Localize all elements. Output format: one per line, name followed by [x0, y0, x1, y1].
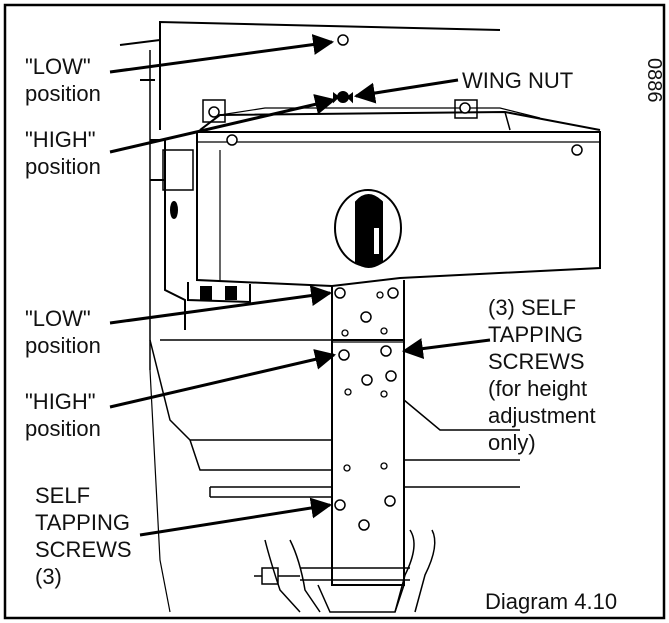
- hole-markers: [341, 291, 388, 472]
- label-line: SELF: [35, 483, 90, 508]
- label-line: WING NUT: [462, 68, 573, 93]
- leader-self-tapping-bottom: [139, 497, 333, 537]
- label-low-mid: "LOW"position: [25, 306, 101, 358]
- leader-high-top: [109, 94, 337, 154]
- label-line: SCREWS: [35, 537, 132, 562]
- label-line: "LOW": [25, 54, 91, 79]
- label-line: TAPPING: [35, 510, 130, 535]
- label-line: SCREWS: [488, 349, 585, 374]
- label-line: only): [488, 430, 536, 455]
- label-line: (3): [35, 564, 62, 589]
- screw-markers: [208, 102, 583, 531]
- leader-wing-nut: [353, 78, 459, 104]
- label-line: position: [25, 81, 101, 106]
- label-line: "HIGH": [25, 389, 96, 414]
- label-high-mid: "HIGH"position: [25, 389, 101, 441]
- leader-high-mid: [109, 349, 337, 409]
- label-line: (3) SELF: [488, 295, 576, 320]
- leader-low-top: [109, 34, 335, 74]
- label-high-top: "HIGH"position: [25, 127, 101, 179]
- label-line: "HIGH": [25, 127, 96, 152]
- machine-illustration: [119, 20, 601, 613]
- label-low-top: "LOW"position: [25, 54, 101, 106]
- figure-border: [3, 3, 666, 620]
- label-wing-nut: WING NUT: [462, 68, 573, 93]
- leader-lines: [109, 34, 491, 537]
- diagram-caption: Diagram 4.10: [485, 589, 617, 614]
- figure-code: 0886: [643, 58, 665, 103]
- label-line: position: [25, 416, 101, 441]
- label-line: adjustment: [488, 403, 596, 428]
- label-line: "LOW": [25, 306, 91, 331]
- label-line: TAPPING: [488, 322, 583, 347]
- label-line: position: [25, 333, 101, 358]
- label-line: (for height: [488, 376, 587, 401]
- leader-self-tapping-height: [401, 338, 491, 360]
- leader-low-mid: [109, 285, 333, 325]
- label-line: position: [25, 154, 101, 179]
